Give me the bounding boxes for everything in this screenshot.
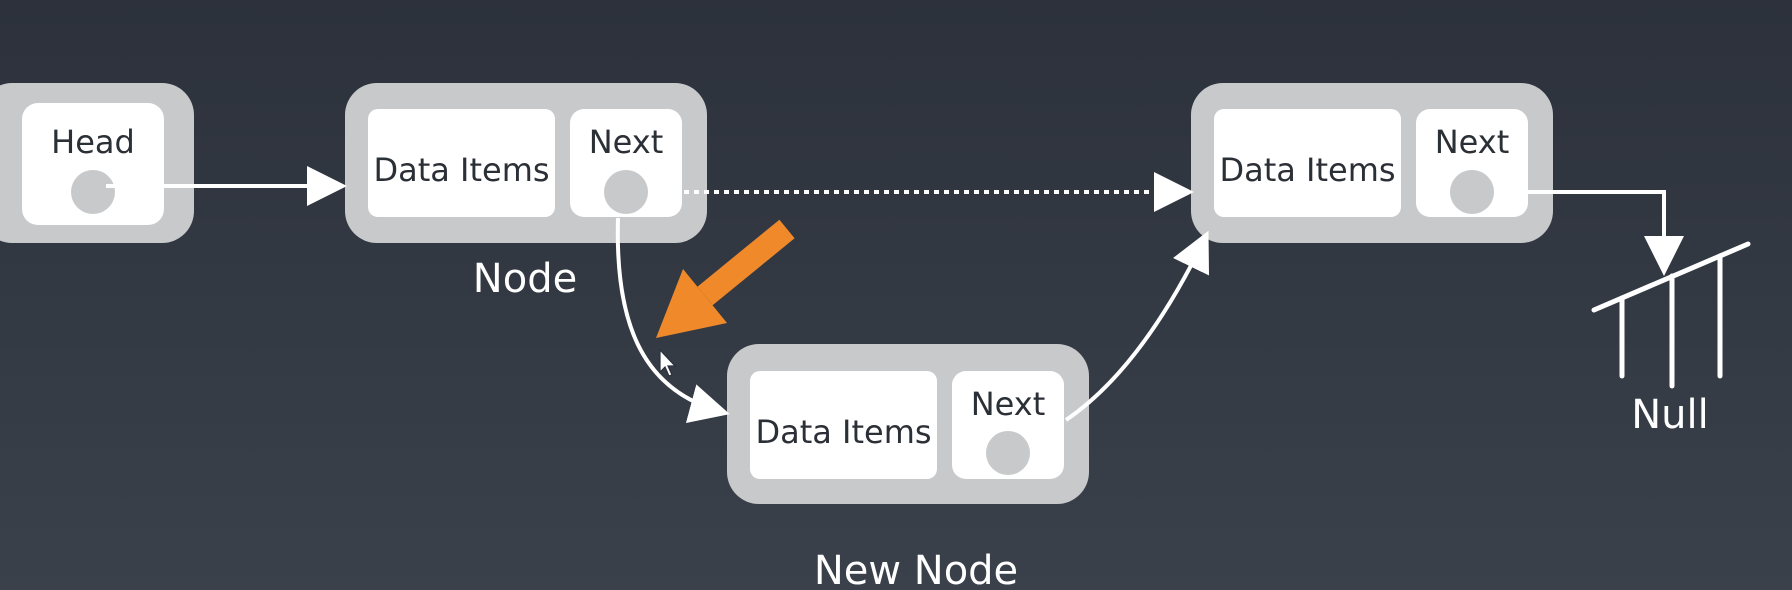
target-node-next-label: Next xyxy=(1435,123,1510,161)
node-caption: Node xyxy=(473,256,577,302)
highlight-arrow xyxy=(656,219,795,338)
new-node-next-label: Next xyxy=(971,385,1046,423)
new-node-next-cell xyxy=(952,371,1064,479)
mouse-cursor-icon xyxy=(659,348,677,377)
target-node-data-label: Data Items xyxy=(1219,151,1395,189)
node-next-cell xyxy=(570,109,682,217)
new-node-to-target-arrow xyxy=(1064,230,1209,422)
head-label: Head xyxy=(51,123,135,161)
new-node-caption: New Node xyxy=(814,548,1018,590)
new-node-data-cell xyxy=(750,371,937,479)
target-node-next-cell xyxy=(1416,109,1528,217)
target-node-pointer-dot xyxy=(1450,170,1494,214)
target-node-data-cell xyxy=(1214,109,1401,217)
node-data-label: Data Items xyxy=(373,151,549,189)
node-box: Data Items Next xyxy=(345,83,707,243)
node-to-new-node-arrow xyxy=(615,217,730,423)
node-next-label: Next xyxy=(589,123,664,161)
new-node-pointer-dot xyxy=(986,431,1030,475)
head-cell xyxy=(22,103,164,225)
new-node-box: Data Items Next xyxy=(727,344,1089,504)
head-pointer-dot xyxy=(71,170,115,214)
new-node-data-label: Data Items xyxy=(755,413,931,451)
null-caption: Null xyxy=(1631,392,1709,438)
node-pointer-dot xyxy=(604,170,648,214)
null-ground-symbol xyxy=(1591,241,1751,389)
node-data-cell xyxy=(368,109,555,217)
target-node-box: Data Items Next xyxy=(1191,83,1553,243)
target-to-null-arrow xyxy=(1528,190,1684,276)
head-box: Head xyxy=(0,83,194,243)
